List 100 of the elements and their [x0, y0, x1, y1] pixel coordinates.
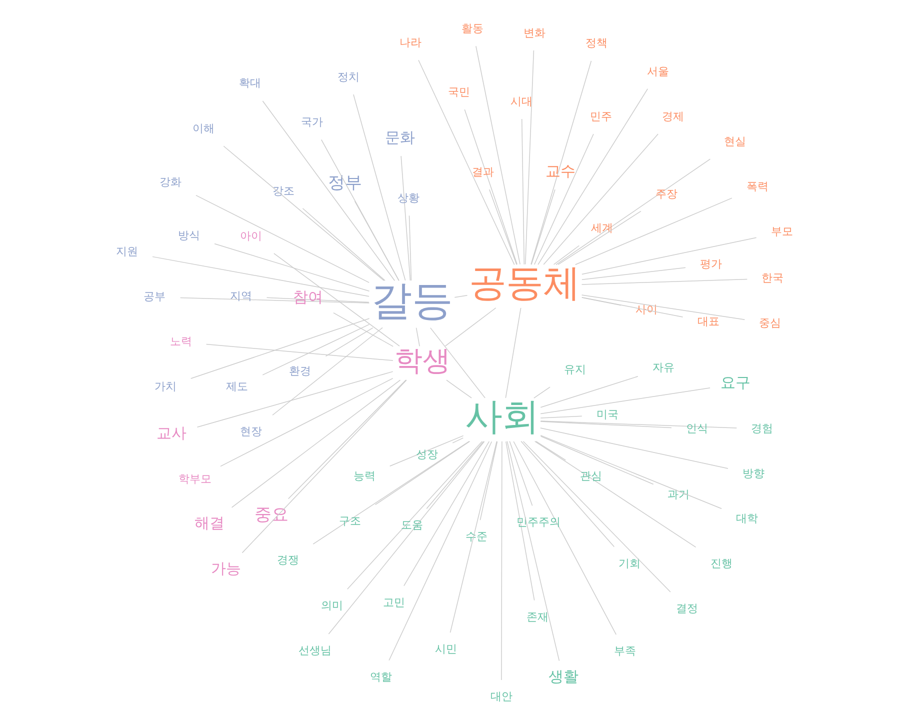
node-text: 지원 — [116, 244, 138, 258]
node-text: 부족 — [614, 644, 636, 658]
connector — [403, 441, 490, 586]
connector — [302, 208, 385, 281]
connector — [273, 253, 400, 346]
connector — [312, 441, 469, 544]
node-text: 상황 — [397, 191, 420, 204]
connector — [479, 441, 498, 520]
node-text: 현실 — [723, 135, 746, 148]
node-text: 대안 — [490, 690, 512, 703]
node-text: 학부모 — [178, 472, 211, 486]
node-text: 공동체 — [468, 260, 580, 305]
node-text: 사회 — [464, 394, 538, 438]
node-text: 성장 — [415, 448, 438, 461]
node-text: 정치 — [337, 70, 360, 84]
connector — [196, 371, 393, 428]
node-text: 가치 — [154, 380, 176, 393]
connector — [540, 421, 672, 428]
connector — [179, 297, 370, 304]
connector — [190, 318, 370, 379]
node-text: 교사 — [156, 424, 186, 442]
node-text: 부모 — [770, 225, 792, 238]
connector — [581, 237, 756, 275]
node-text: 유지 — [564, 362, 586, 376]
node-text: 국가 — [300, 116, 323, 129]
connector — [504, 308, 521, 398]
connector — [540, 420, 737, 428]
node-text: 변화 — [522, 26, 545, 40]
connector — [522, 441, 670, 592]
node-text: 중심 — [758, 316, 781, 330]
node-text: 시민 — [434, 642, 457, 656]
node-text: 주장 — [654, 188, 677, 201]
node-text: 결정 — [676, 602, 698, 615]
connector — [581, 297, 621, 306]
connector — [533, 386, 550, 398]
node-text: 민주 — [590, 110, 612, 123]
node-text: 공부 — [143, 290, 166, 303]
connector — [400, 156, 410, 281]
connector — [581, 267, 686, 280]
connector — [535, 440, 566, 461]
connector — [262, 324, 370, 376]
connector — [408, 215, 412, 281]
node-text: 시대 — [510, 94, 532, 108]
connector — [214, 243, 370, 292]
node-text: 의미 — [320, 598, 342, 612]
node-text: 수준 — [464, 530, 487, 544]
connector — [524, 50, 534, 265]
node-text: 관심 — [580, 469, 602, 482]
node-text: 구조 — [338, 514, 361, 528]
node-text: 이해 — [192, 122, 214, 136]
node-text: 가능 — [210, 560, 240, 578]
connector — [241, 380, 406, 554]
node-text: 경쟁 — [276, 554, 298, 567]
connector — [346, 441, 482, 590]
connector — [580, 294, 745, 320]
connector — [534, 440, 696, 548]
connector — [220, 378, 393, 467]
connector — [542, 134, 658, 265]
node-text: 나라 — [399, 36, 422, 50]
connector — [464, 109, 517, 265]
connector — [537, 88, 648, 265]
connector — [287, 380, 406, 500]
node-text: 역할 — [370, 670, 392, 684]
connector — [580, 278, 748, 285]
connector — [152, 256, 369, 297]
connector — [446, 380, 472, 398]
connector — [488, 189, 516, 265]
node-text: 생활 — [548, 668, 578, 686]
node-text: 과거 — [667, 488, 690, 501]
connector — [272, 327, 382, 416]
node-text: 대학 — [736, 512, 758, 525]
connector — [205, 344, 393, 361]
connector — [540, 428, 728, 469]
node-text: 능력 — [352, 469, 375, 482]
node-text: 선생님 — [298, 644, 331, 657]
node-text: 사이 — [634, 303, 657, 316]
connector — [418, 60, 514, 266]
connector — [581, 297, 683, 318]
connector — [530, 189, 555, 265]
node-text: 정부 — [328, 172, 362, 192]
connector — [505, 441, 534, 601]
node-text: 강화 — [159, 175, 182, 188]
node-text: 세계 — [590, 222, 612, 235]
node-text: 국민 — [447, 85, 470, 98]
node-text: 참여 — [292, 288, 322, 306]
node-text: 방향 — [742, 466, 764, 480]
connector — [500, 441, 502, 680]
connector — [540, 416, 582, 418]
connector — [508, 440, 532, 506]
node-text: 교수 — [544, 162, 575, 180]
node-text: 도움 — [400, 518, 423, 532]
node-text: 한국 — [761, 271, 784, 284]
node-text: 현장 — [240, 425, 262, 438]
connector — [324, 327, 373, 357]
node-text: 자유 — [652, 361, 674, 374]
connector — [552, 245, 580, 265]
node-text: 지역 — [230, 289, 252, 302]
connector — [354, 200, 399, 282]
node-text: 기회 — [618, 556, 640, 570]
connector — [520, 440, 614, 548]
